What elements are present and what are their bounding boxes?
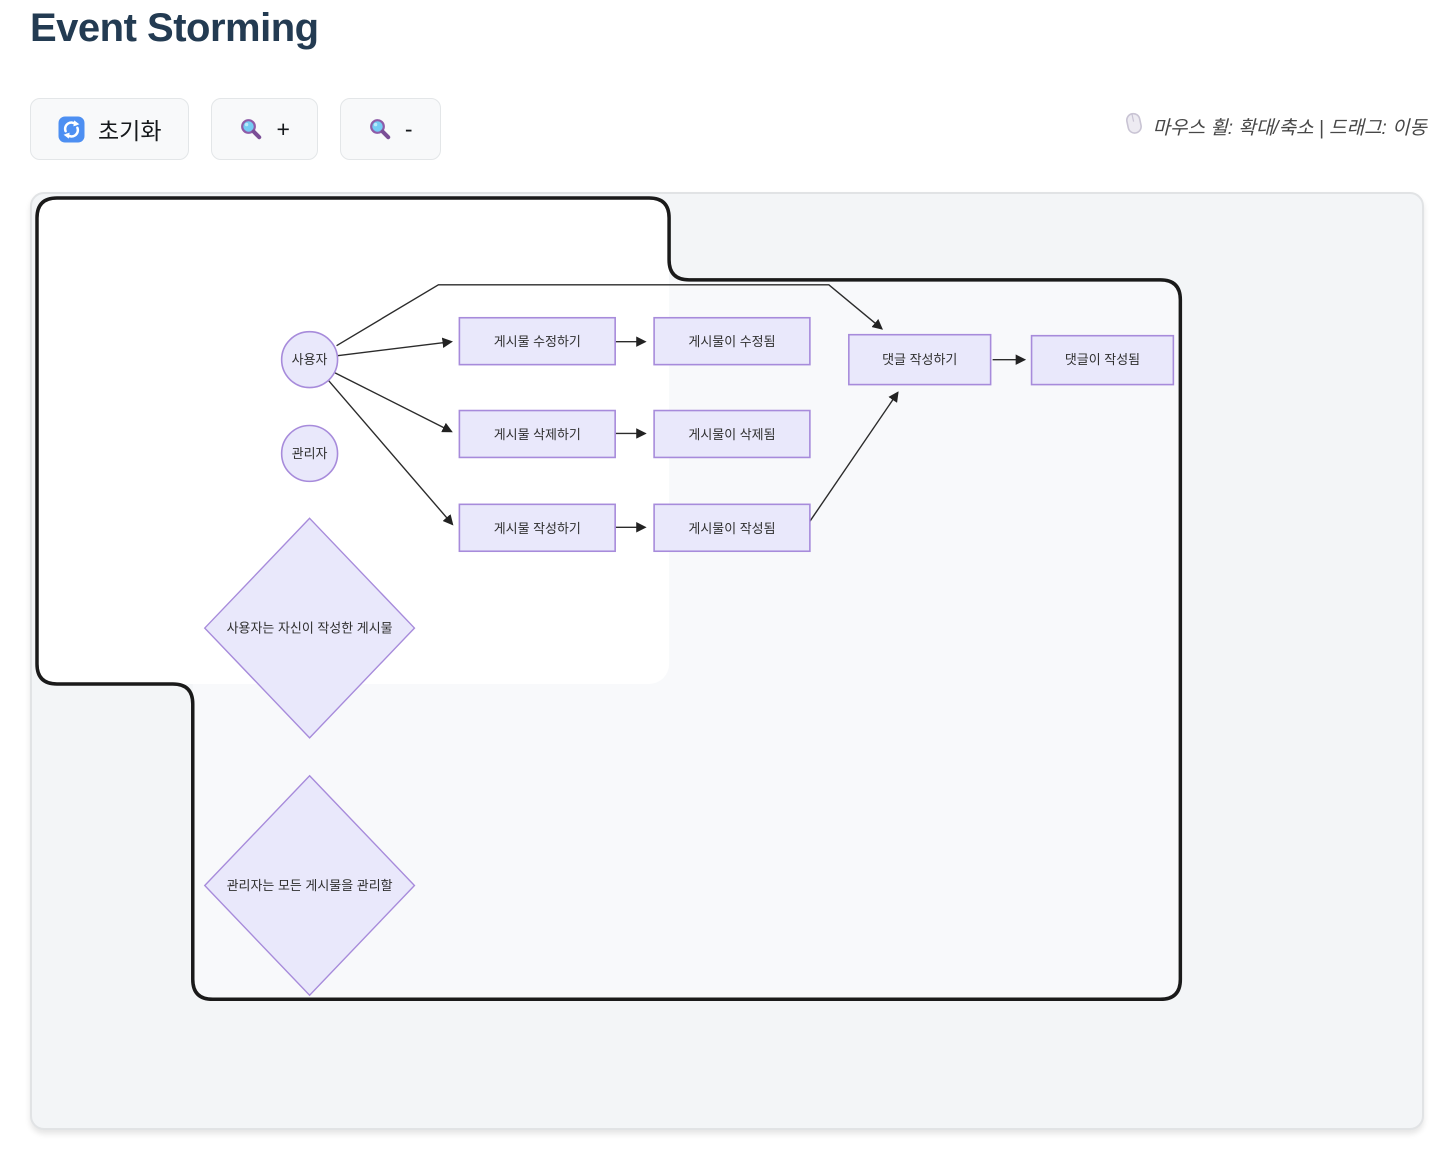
event-node-comment-created-label: 댓글이 작성됨	[1065, 352, 1140, 367]
actor-node-user-label: 사용자	[292, 352, 328, 367]
refresh-icon	[58, 116, 85, 143]
command-node-edit-post[interactable]	[458, 316, 616, 366]
actor-node-admin[interactable]	[280, 424, 339, 483]
edge-created-event-to-comment-command	[809, 391, 899, 522]
magnifier-icon	[368, 117, 392, 141]
zoom-in-button[interactable]: +	[211, 98, 318, 160]
event-node-post-deleted-label: 게시물이 삭제됨	[688, 427, 775, 442]
reset-button-label: 초기화	[98, 118, 162, 144]
zoom-out-button[interactable]: -	[339, 98, 441, 160]
edge-user-to-edit-command	[337, 337, 453, 357]
zoom-out-label: -	[404, 115, 413, 142]
policy-node-user-own-posts-label: 사용자는 자신이 작성한 게시물	[227, 621, 393, 636]
event-node-post-deleted[interactable]	[653, 409, 811, 459]
command-node-create-comment[interactable]	[848, 333, 992, 386]
command-node-edit-post-label: 게시물 수정하기	[494, 334, 581, 349]
diagram-panel[interactable]: 사용자 관리자 게시물 수정하기 게시물이 수정됨 게시물 삭제하기 게시물이 …	[30, 192, 1424, 1130]
bounded-context-outline	[35, 196, 1183, 1002]
mouse-icon	[1125, 112, 1143, 141]
command-node-create-comment-label: 댓글 작성하기	[882, 352, 957, 367]
policy-node-admin-manage-posts[interactable]	[203, 774, 416, 997]
actor-node-admin-label: 관리자	[292, 446, 328, 461]
command-node-create-post-label: 게시물 작성하기	[494, 521, 581, 536]
command-node-create-post[interactable]	[458, 503, 616, 553]
event-node-post-created[interactable]	[653, 503, 811, 553]
interaction-hint-text: 마우스 휠: 확대/축소 | 드래그: 이동	[1152, 118, 1427, 139]
actor-node-user[interactable]	[280, 330, 339, 389]
event-node-post-created-label: 게시물이 작성됨	[688, 521, 775, 536]
event-node-post-edited[interactable]	[653, 316, 811, 366]
event-node-post-edited-label: 게시물이 수정됨	[688, 334, 775, 349]
edge-user-to-delete-command	[334, 371, 453, 433]
interaction-hint: 마우스 휠: 확대/축소 | 드래그: 이동	[1125, 112, 1427, 141]
edge-user-to-comment-command	[336, 284, 883, 347]
event-node-comment-created[interactable]	[1030, 334, 1175, 386]
zoom-in-label: +	[276, 115, 290, 142]
command-node-delete-post[interactable]	[458, 409, 616, 459]
context-b-fill	[192, 279, 1181, 1000]
reset-button[interactable]: 초기화	[30, 98, 190, 160]
diagram-canvas[interactable]: 사용자 관리자 게시물 수정하기 게시물이 수정됨 게시물 삭제하기 게시물이 …	[32, 194, 1424, 1130]
command-node-delete-post-label: 게시물 삭제하기	[494, 427, 581, 442]
edge-user-to-create-command	[328, 380, 454, 526]
page-title: Event Storming	[30, 6, 319, 50]
policy-node-user-own-posts[interactable]	[203, 517, 416, 739]
toolbar: 초기화 + -	[30, 98, 441, 160]
magnifier-icon	[239, 117, 263, 141]
policy-node-admin-manage-posts-label: 관리자는 모든 게시물을 관리할	[227, 878, 393, 893]
